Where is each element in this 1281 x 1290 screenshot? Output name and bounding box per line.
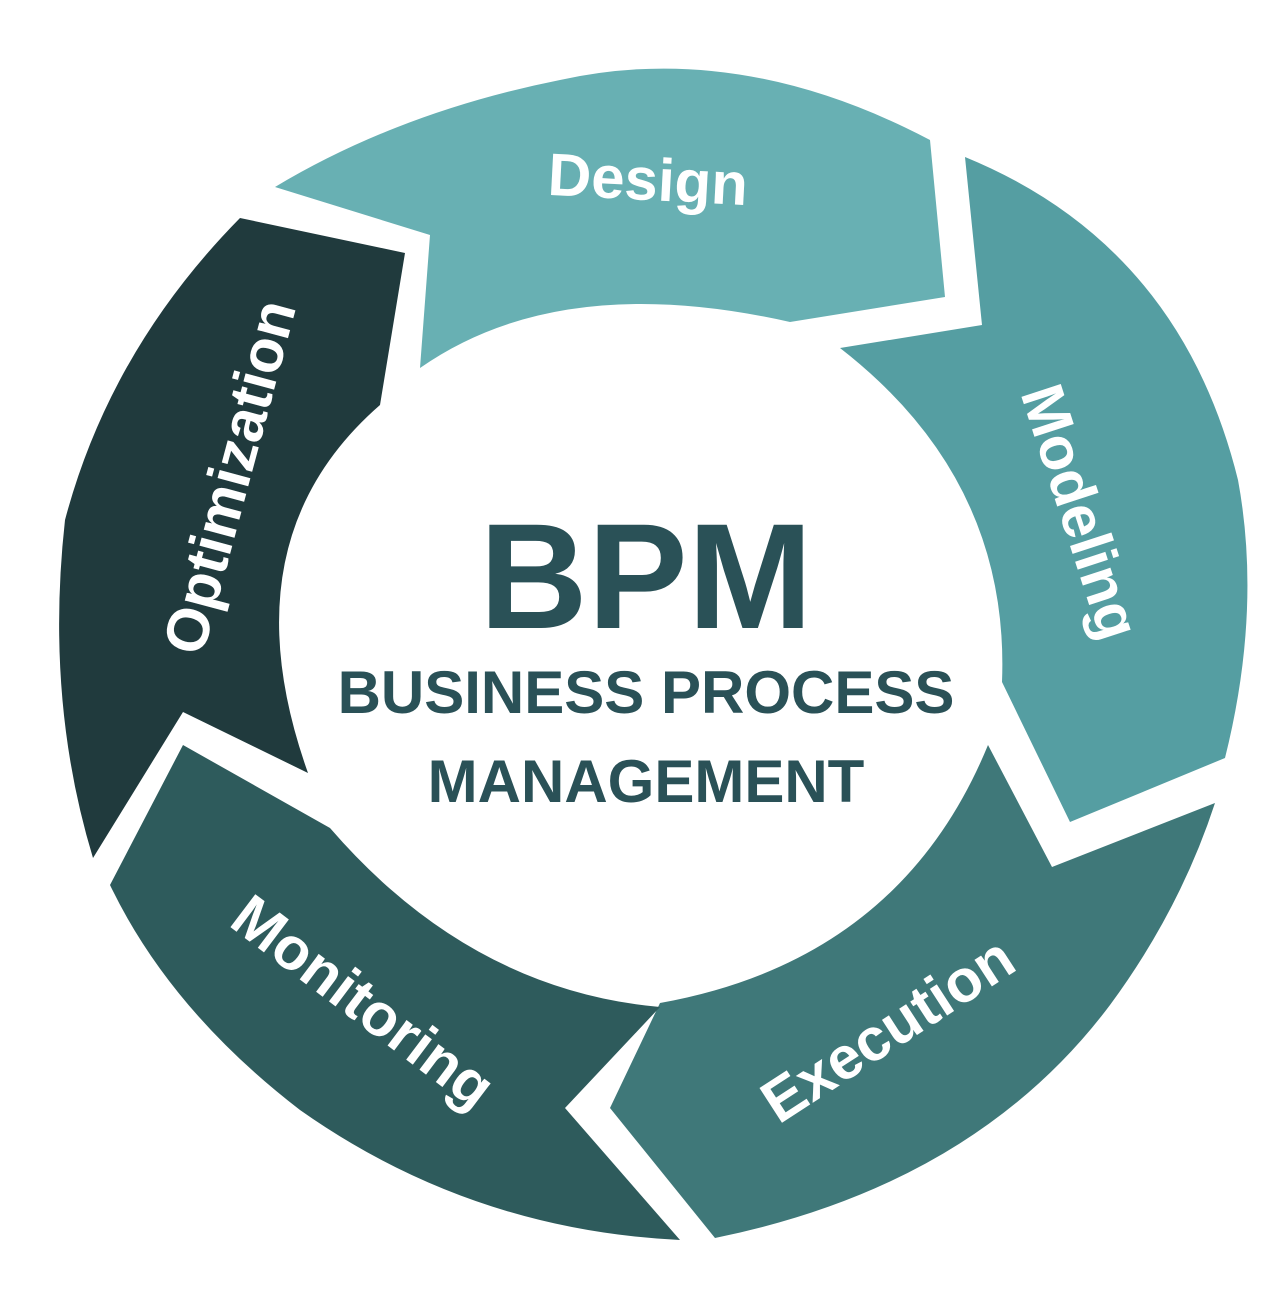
segment-monitoring-arrow — [110, 745, 680, 1240]
center-subtitle-line-1: BUSINESS PROCESS — [338, 659, 955, 726]
center-subtitle-line-2: MANAGEMENT — [428, 748, 865, 815]
segment-modeling-arrow — [840, 157, 1248, 822]
segment-execution-arrow — [610, 745, 1215, 1238]
segment-design-label: Design — [546, 141, 749, 218]
segment-optimization-arrow — [59, 218, 405, 858]
segment-design-arrow — [275, 68, 945, 369]
center-title: BPM — [479, 492, 812, 660]
